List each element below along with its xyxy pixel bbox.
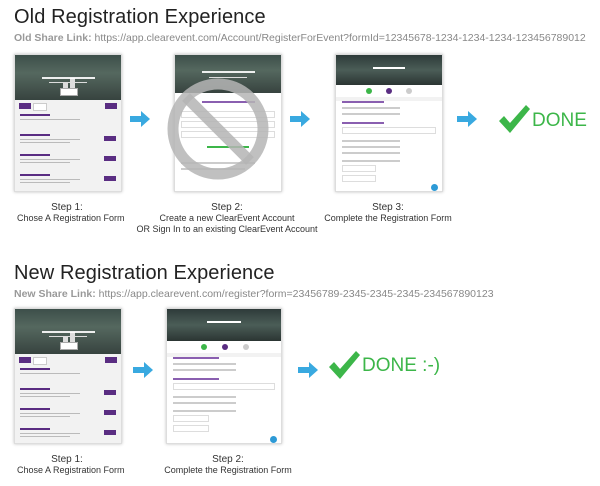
new-section-title: New Registration Experience bbox=[14, 262, 275, 284]
old-share-label: Old Share Link: bbox=[14, 32, 92, 44]
right-arrow-icon bbox=[290, 111, 310, 127]
step-number: Step 3: bbox=[372, 202, 404, 213]
prohibited-icon bbox=[167, 78, 269, 180]
right-arrow-icon bbox=[130, 111, 150, 127]
step-number: Step 1: bbox=[51, 202, 83, 213]
new-step1-caption: Step 1: Chose A Registration Form bbox=[17, 454, 125, 476]
step-number: Step 1: bbox=[51, 454, 83, 465]
step-number: Step 2: bbox=[212, 454, 244, 465]
new-share-link: New Share Link: https://app.clearevent.c… bbox=[14, 288, 494, 300]
new-step2-screenshot bbox=[166, 308, 282, 444]
old-step1-screenshot bbox=[14, 54, 122, 192]
right-arrow-icon bbox=[457, 111, 477, 127]
step-number: Step 2: bbox=[211, 202, 243, 213]
step-description: Chose A Registration Form bbox=[17, 465, 125, 475]
done-label: DONE :-) bbox=[362, 355, 441, 376]
new-step1-screenshot bbox=[14, 308, 122, 444]
step-description: Complete the Registration Form bbox=[164, 465, 292, 475]
done-label: DONE bbox=[532, 110, 587, 131]
new-share-url: https://app.clearevent.com/register?form… bbox=[98, 288, 494, 300]
right-arrow-icon bbox=[133, 362, 153, 378]
old-share-link: Old Share Link: https://app.clearevent.c… bbox=[14, 32, 586, 44]
old-share-url: https://app.clearevent.com/Account/Regis… bbox=[94, 32, 586, 44]
old-step3-screenshot bbox=[335, 54, 443, 192]
right-arrow-icon bbox=[298, 362, 318, 378]
old-section-title: Old Registration Experience bbox=[14, 6, 266, 28]
step-description: Chose A Registration Form bbox=[17, 213, 125, 223]
old-step2-caption: Step 2: Create a new ClearEvent Account … bbox=[132, 202, 322, 235]
step-description: Complete the Registration Form bbox=[324, 213, 452, 223]
old-step1-caption: Step 1: Chose A Registration Form bbox=[17, 202, 125, 224]
step-description: OR Sign In to an existing ClearEvent Acc… bbox=[136, 224, 318, 234]
new-step2-caption: Step 2: Complete the Registration Form bbox=[163, 454, 293, 476]
step-description: Create a new ClearEvent Account bbox=[159, 213, 295, 223]
old-step3-caption: Step 3: Complete the Registration Form bbox=[318, 202, 458, 224]
checkmark-icon bbox=[499, 105, 530, 133]
new-share-label: New Share Link: bbox=[14, 288, 96, 300]
checkmark-icon bbox=[329, 351, 360, 379]
